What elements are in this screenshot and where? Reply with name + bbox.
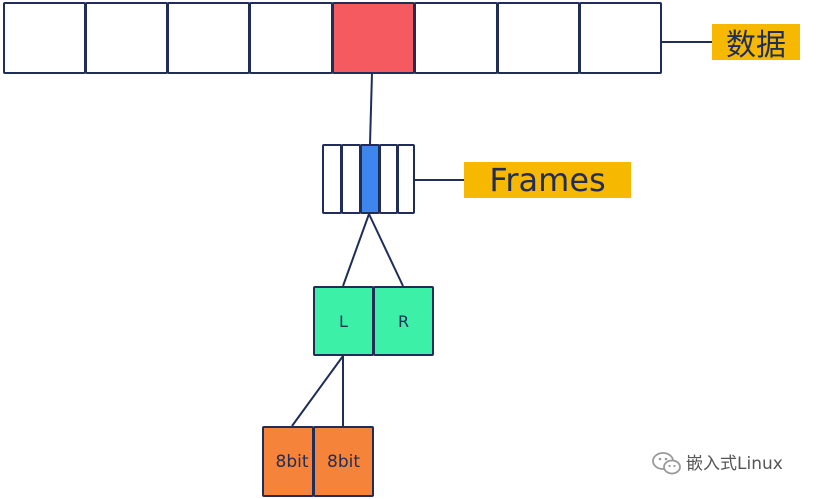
data-cell-1 bbox=[3, 2, 86, 74]
frame-cell-1 bbox=[322, 144, 342, 214]
frame-cell-5 bbox=[397, 144, 415, 214]
frame-to-right-connector bbox=[368, 213, 404, 287]
left-to-bit1-connector bbox=[291, 355, 344, 427]
data-cell-8 bbox=[579, 2, 662, 74]
wechat-icon bbox=[652, 452, 681, 475]
data-cell-7 bbox=[497, 2, 580, 74]
data-to-frames-connector bbox=[369, 72, 373, 145]
data-cell-3 bbox=[167, 2, 250, 74]
data-cell-4 bbox=[249, 2, 333, 74]
frames-label: Frames bbox=[464, 161, 631, 199]
bit-label-1: 8bit bbox=[275, 451, 309, 472]
frame-to-left-connector bbox=[342, 213, 370, 287]
bit-box-1 bbox=[262, 426, 314, 497]
frame-cell-selected bbox=[360, 144, 380, 214]
data-cell-2 bbox=[85, 2, 168, 74]
left-channel-box bbox=[313, 286, 374, 356]
left-channel-label: L bbox=[339, 311, 348, 331]
frame-cell-2 bbox=[341, 144, 361, 214]
data-cell-selected bbox=[332, 2, 415, 74]
bit-box-2 bbox=[313, 426, 374, 497]
frame-cell-4 bbox=[379, 144, 398, 214]
right-channel-box bbox=[373, 286, 434, 356]
data-cell-6 bbox=[414, 2, 498, 74]
watermark-text: 嵌入式Linux bbox=[686, 454, 783, 474]
data-label: 数据 bbox=[712, 24, 800, 63]
bit-label-2: 8bit bbox=[327, 451, 360, 472]
right-channel-label: R bbox=[397, 311, 410, 331]
